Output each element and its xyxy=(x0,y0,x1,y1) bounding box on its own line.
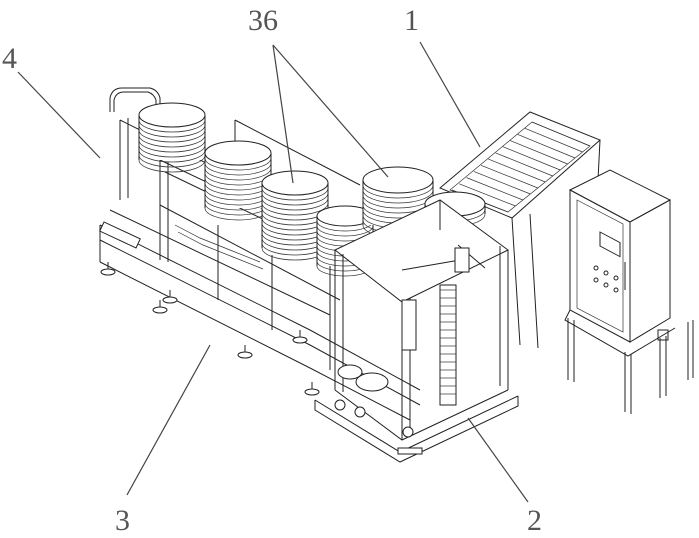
roller xyxy=(524,127,583,153)
leveling-foot xyxy=(100,262,116,276)
roller xyxy=(473,171,531,195)
plate-stack xyxy=(138,102,206,173)
leader-1 xyxy=(419,41,481,148)
roller xyxy=(459,183,516,207)
roller xyxy=(495,152,553,177)
callout-1: 1 xyxy=(404,4,419,37)
roller xyxy=(488,158,546,183)
roller xyxy=(480,164,538,189)
leader-36-left xyxy=(272,44,294,184)
leveling-foot xyxy=(304,382,320,396)
leader-36-right xyxy=(272,44,389,178)
leveling-foot xyxy=(162,290,178,304)
control-cabinet xyxy=(564,169,694,414)
leader-3 xyxy=(126,344,211,496)
callout-3: 3 xyxy=(115,504,130,537)
callout-2: 2 xyxy=(527,504,542,537)
roller xyxy=(531,121,591,147)
transfer-unit xyxy=(314,199,519,463)
roller xyxy=(466,177,524,201)
leader-lines xyxy=(17,41,529,503)
infeed-conveyor xyxy=(439,111,601,349)
leveling-foot xyxy=(292,330,308,344)
roller xyxy=(502,146,561,171)
plate-stack xyxy=(261,170,329,261)
roller xyxy=(517,134,576,159)
leveling-foot xyxy=(237,345,253,359)
callout-4: 4 xyxy=(2,42,17,75)
roller xyxy=(510,140,568,165)
leader-4 xyxy=(17,71,101,159)
leveling-foot xyxy=(152,300,168,314)
callout-36: 36 xyxy=(248,4,278,37)
plate-stack xyxy=(204,140,272,221)
leader-2 xyxy=(467,417,529,503)
